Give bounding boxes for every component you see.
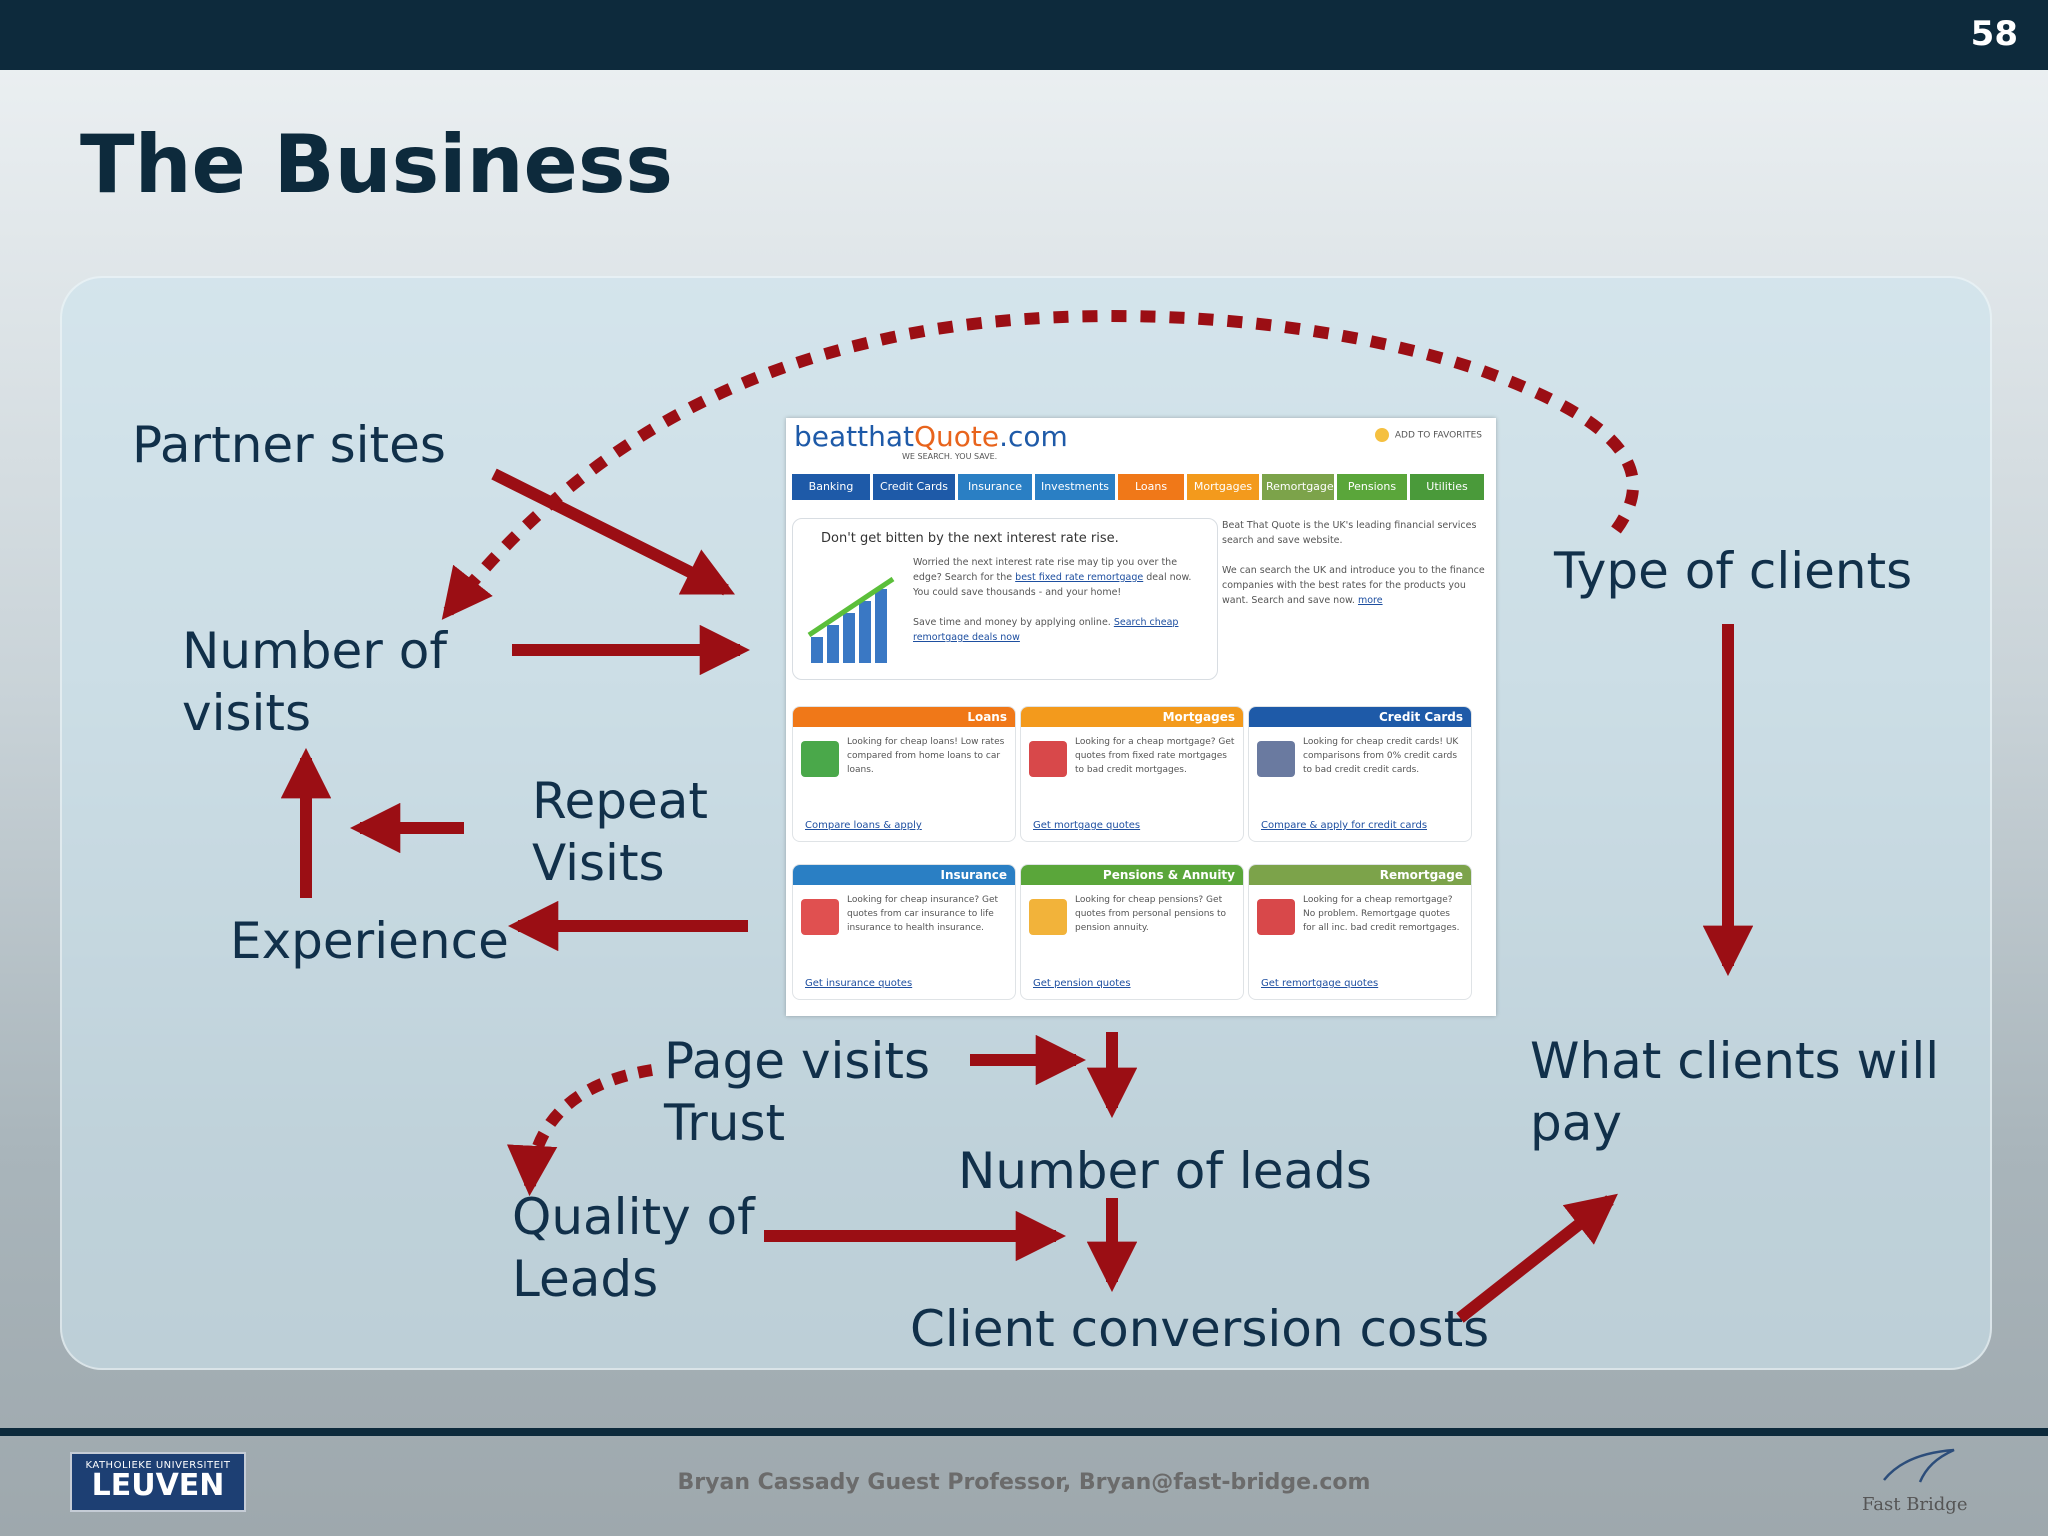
nav-tab-7[interactable]: Pensions — [1337, 474, 1407, 500]
card-image — [1257, 741, 1295, 777]
card-link[interactable]: Get insurance quotes — [805, 978, 913, 989]
card-body: Looking for a cheap remortgage? No probl… — [1303, 895, 1460, 933]
card-image — [1257, 899, 1295, 935]
card-title: Credit Cards — [1249, 707, 1471, 727]
label-partner-sites: Partner sites — [132, 416, 446, 474]
card-title: Remortgage — [1249, 865, 1471, 885]
card-image — [801, 899, 839, 935]
nav-tab-1[interactable]: Credit Cards — [873, 474, 955, 500]
nav-tab-2[interactable]: Insurance — [958, 474, 1032, 500]
label-repeat-visits: Repeat Visits — [532, 772, 709, 892]
nav-tab-8[interactable]: Utilities — [1410, 474, 1484, 500]
slide-number: 58 — [1970, 14, 2018, 54]
nav-tab-3[interactable]: Investments — [1035, 474, 1115, 500]
footer-line — [0, 1428, 2048, 1436]
slide-title: The Business — [80, 118, 674, 211]
add-to-favorites: ADD TO FAVORITES — [1374, 428, 1482, 442]
fast-bridge-logo: Fast Bridge — [1862, 1494, 1968, 1515]
label-quality-of-leads: Quality of Leads — [512, 1188, 755, 1308]
card-body: Looking for cheap credit cards! UK compa… — [1303, 737, 1459, 775]
card-link[interactable]: Compare & apply for credit cards — [1261, 820, 1428, 831]
nav-tab-5[interactable]: Mortgages — [1187, 474, 1259, 500]
feature-side-text: Beat That Quote is the UK's leading fina… — [1222, 520, 1485, 606]
card-link[interactable]: Get pension quotes — [1033, 978, 1131, 989]
fixed-rate-link[interactable]: best fixed rate remortgage — [1015, 572, 1144, 583]
ku-leuven-logo: KATHOLIEKE UNIVERSITEIT LEUVEN — [70, 1452, 246, 1512]
card-body: Looking for a cheap mortgage? Get quotes… — [1075, 737, 1235, 775]
card-body: Looking for cheap loans! Low rates compa… — [847, 737, 1005, 775]
card-title: Mortgages — [1021, 707, 1243, 727]
card-body: Looking for cheap pensions? Get quotes f… — [1075, 895, 1227, 933]
arrow-partner-to-site — [491, 468, 736, 596]
card-image — [1029, 741, 1067, 777]
arrow-dotted-type-to-visits — [441, 310, 1639, 620]
arrow-costs-to-pay — [1456, 1193, 1618, 1323]
nav-tab-4[interactable]: Loans — [1118, 474, 1184, 500]
card-link[interactable]: Compare loans & apply — [805, 820, 922, 831]
star-icon — [1374, 428, 1389, 442]
label-page-visits-trust: Page visits Trust — [664, 1032, 931, 1152]
card-link[interactable]: Get mortgage quotes — [1033, 820, 1141, 831]
feature-body: Worried the next interest rate rise may … — [913, 557, 1192, 643]
fast-bridge-bird-icon — [1883, 1448, 1955, 1483]
card-title: Loans — [793, 707, 1015, 727]
card-body: Looking for cheap insurance? Get quotes … — [847, 895, 999, 933]
website-tagline: WE SEARCH. YOU SAVE. — [902, 452, 998, 461]
bar-graph-icon — [807, 576, 895, 663]
label-what-clients-will-pay: What clients will pay — [1530, 1032, 1940, 1152]
footer-text: Bryan Cassady Guest Professor, Bryan@fas… — [677, 1470, 1371, 1495]
feature-box: Don't get bitten by the next interest ra… — [792, 518, 1218, 680]
nav-tab-0[interactable]: Banking — [792, 474, 870, 500]
more-link[interactable]: more — [1357, 595, 1383, 606]
label-number-of-leads: Number of leads — [958, 1142, 1372, 1200]
website-screenshot: beatthatQuote.com WE SEARCH. YOU SAVE. A… — [786, 418, 1496, 1016]
card-title: Insurance — [793, 865, 1015, 885]
label-number-of-visits: Number of visits — [182, 622, 447, 742]
card-image — [801, 741, 839, 777]
nav-tab-6[interactable]: Remortgages — [1262, 474, 1334, 500]
card-link[interactable]: Get remortgage quotes — [1261, 978, 1379, 989]
website-logo: beatthatQuote.com — [794, 420, 1068, 453]
card-title: Pensions & Annuity — [1021, 865, 1243, 885]
card-image — [1029, 899, 1067, 935]
label-type-of-clients: Type of clients — [1554, 542, 1913, 600]
label-experience: Experience — [230, 912, 509, 970]
top-bar: 58 — [0, 0, 2048, 70]
search-remortgage-link[interactable]: Search cheap remortgage deals now — [913, 617, 1179, 643]
feature-title: Don't get bitten by the next interest ra… — [821, 531, 1119, 546]
arrow-dotted-page-to-quality — [506, 1064, 653, 1197]
